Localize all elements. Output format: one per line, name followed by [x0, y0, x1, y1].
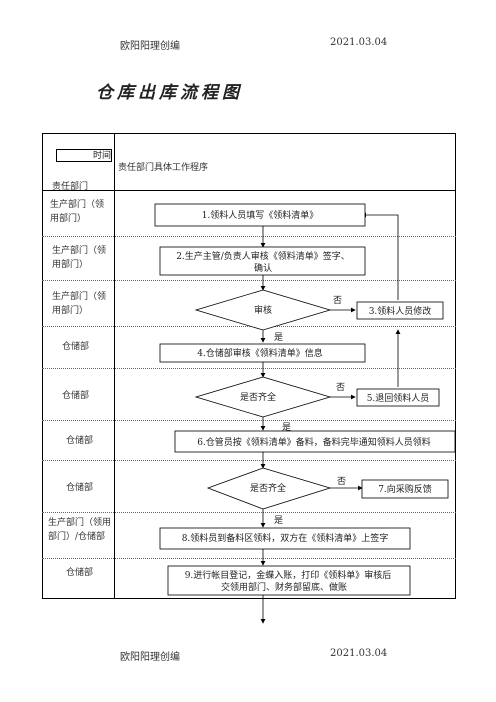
node-9-text-line2: 交领用部门、财务部留底、做账 [221, 581, 347, 593]
row-divider [42, 236, 456, 237]
arrow [361, 212, 399, 300]
process-box [356, 388, 440, 407]
dept-header: 责任部门 [52, 182, 89, 192]
column-separator [114, 133, 115, 599]
decision-diamond [206, 467, 332, 510]
page-title: 仓库出库流程图 [96, 83, 243, 103]
node-7-text: 7.向采购反馈 [378, 483, 432, 495]
dept-label: 仓储部 [62, 391, 90, 401]
node-2-text: 2.生产主管/负责人审核《领料清单》签字、 [176, 250, 350, 262]
node-4-text: 4.仓储部审核《领料清单》信息 [197, 347, 323, 359]
row-divider [42, 420, 456, 421]
node-2-text-line2: 确认 [254, 262, 272, 274]
process-box [159, 343, 366, 363]
row-divider [42, 190, 456, 191]
dept-label: 仓储部 [62, 342, 90, 352]
row-divider [42, 368, 456, 369]
dept-label: 生产部门（领用部门） [50, 200, 105, 224]
yes-label: 是 [274, 515, 283, 526]
dept-label: 生产部门（领用部门） [52, 246, 107, 270]
header-right: 2021.03.04 [330, 37, 388, 48]
dept-label: 仓储部 [66, 436, 94, 446]
no-label: 否 [336, 382, 345, 393]
no-label: 否 [337, 476, 346, 487]
column-title: 责任部门具体工作程序 [118, 163, 209, 173]
decision-3-text: 是否齐全 [250, 482, 286, 494]
process-box [361, 479, 449, 499]
yes-label: 是 [282, 422, 291, 433]
yes-label: 是 [274, 332, 283, 343]
dept-label: 仓储部 [66, 568, 94, 578]
row-divider [42, 558, 456, 559]
header-left: 欧阳阳理创编 [120, 41, 180, 52]
row-divider [42, 280, 456, 281]
no-label: 否 [333, 295, 342, 306]
process-box [356, 301, 444, 320]
decision-1-text: 审核 [254, 304, 272, 316]
decision-diamond [194, 289, 332, 331]
process-box [174, 430, 456, 453]
flow-table [42, 133, 456, 599]
process-box [159, 527, 411, 550]
footer-right: 2021.03.04 [330, 648, 388, 659]
dept-label: 生产部门（领用部门）/仓储部 [48, 518, 112, 542]
node-5-text: 5.退回领料人员 [367, 392, 430, 404]
dept-label: 仓储部 [66, 483, 94, 493]
process-box [167, 565, 411, 596]
footer-left: 欧阳阳理创编 [120, 652, 180, 663]
decision-2-text: 是否齐全 [240, 391, 276, 403]
node-6-text: 6.仓管员按《领料清单》备料，备料完毕通知领料人员领料 [197, 436, 431, 448]
decision-diamond [194, 376, 332, 418]
time-label: 时间 [56, 149, 112, 162]
dept-label: 生产部门（领用部门） [52, 292, 107, 316]
process-box [154, 203, 366, 227]
node-9-text: 9.进行帐目登记，金蝶入账，打印《领料单》审核后 [185, 569, 392, 581]
row-divider [42, 326, 456, 327]
node-3-text: 3.领料人员修改 [369, 305, 432, 317]
process-box [159, 246, 366, 276]
row-divider [42, 512, 456, 513]
node-8-text: 8.领料员到备料区领料，双方在《领料清单》上签字 [182, 532, 389, 544]
node-1-text: 1.领料人员填写《领料清单》 [202, 209, 319, 221]
row-divider [42, 460, 456, 461]
